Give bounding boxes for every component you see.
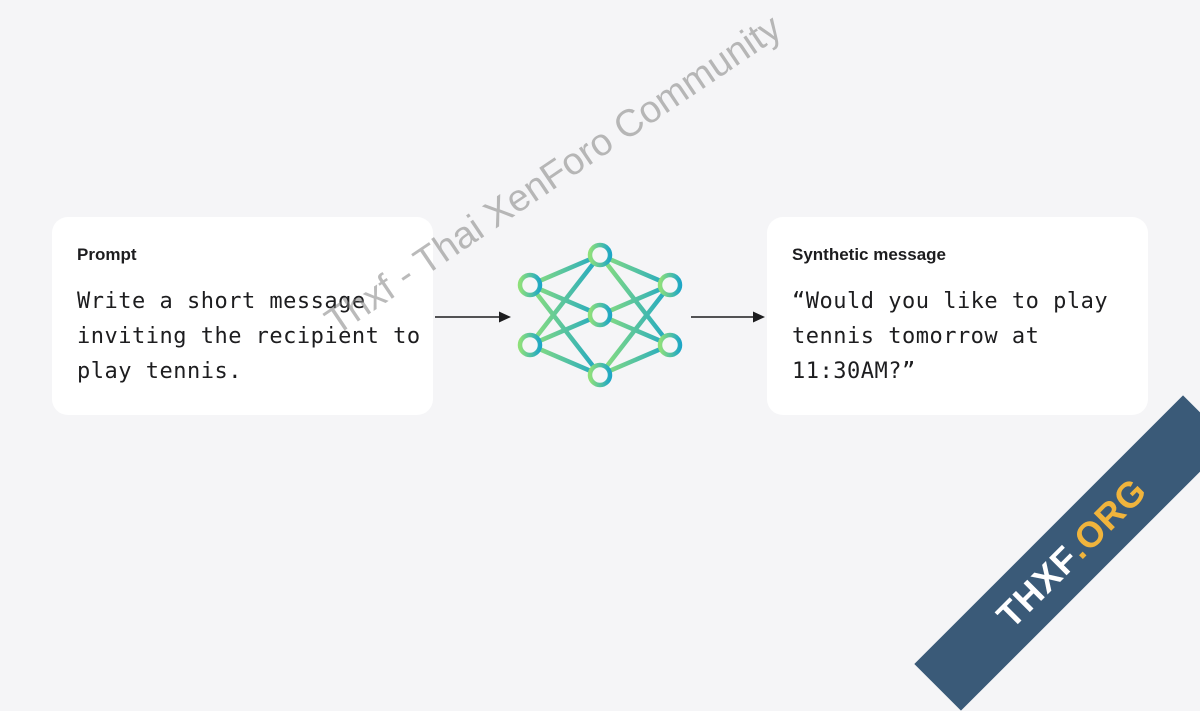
neural-network-icon bbox=[517, 242, 683, 388]
input-arrow bbox=[435, 311, 511, 323]
prompt-text: Write a short message inviting the recip… bbox=[77, 289, 421, 384]
output-arrow bbox=[691, 311, 765, 323]
output-label: Synthetic message bbox=[792, 245, 947, 264]
output-text: “Would you like to play tennis tomorrow … bbox=[792, 289, 1109, 384]
corner-badge[interactable]: THXF.ORG bbox=[914, 395, 1200, 711]
badge-accent: .ORG bbox=[1057, 469, 1155, 567]
prompt-card: Prompt Write a short message inviting th… bbox=[52, 217, 433, 415]
output-card: Synthetic message “Would you like to pla… bbox=[767, 217, 1148, 415]
prompt-label: Prompt bbox=[77, 245, 137, 264]
